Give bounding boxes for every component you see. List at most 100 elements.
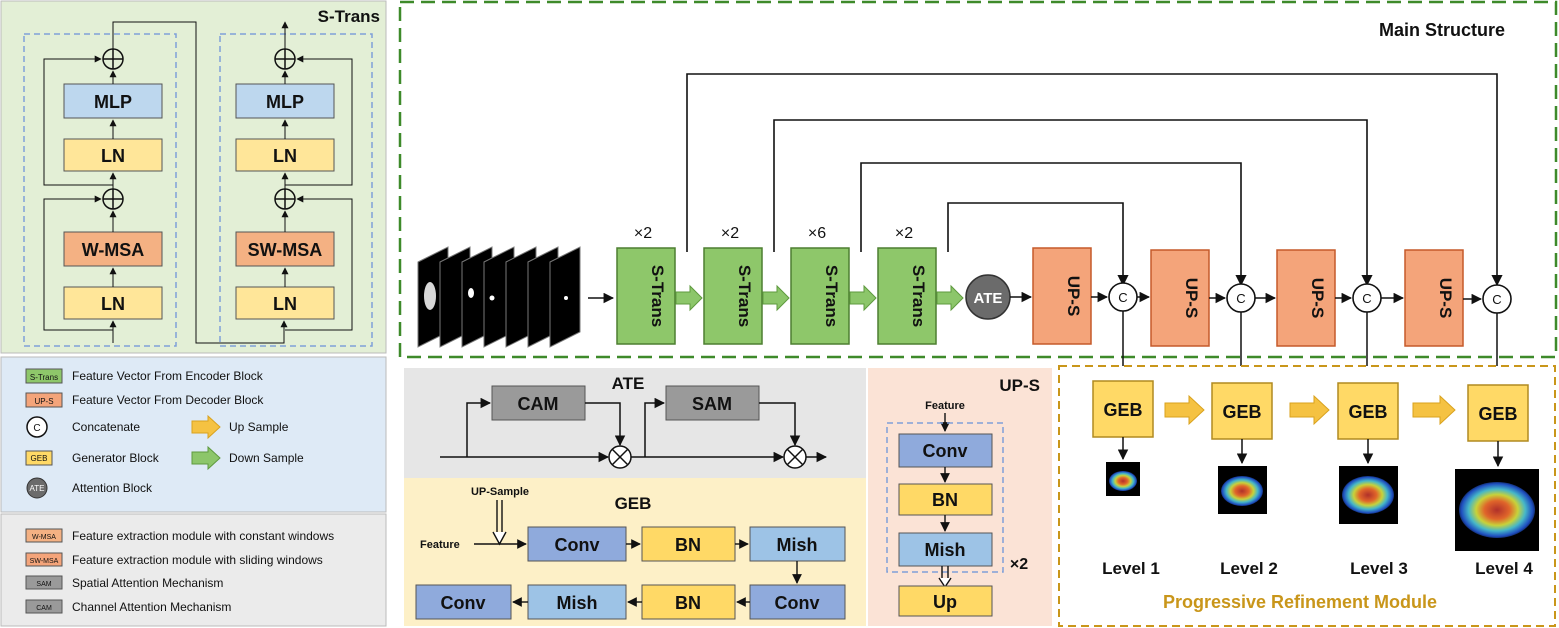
level-1-label: Level 1 bbox=[1102, 559, 1160, 578]
svg-text:C: C bbox=[33, 423, 40, 434]
svg-text:S-Trans: S-Trans bbox=[648, 265, 667, 327]
cam-block: CAM bbox=[518, 394, 559, 414]
svg-text:UP-S: UP-S bbox=[1064, 276, 1083, 317]
decoder-1: UP-S bbox=[1032, 247, 1092, 345]
svg-text:GEB: GEB bbox=[31, 454, 48, 463]
svg-text:Conv: Conv bbox=[441, 593, 486, 613]
svg-text:Conv: Conv bbox=[775, 593, 820, 613]
ate-panel: ATE CAM SAM bbox=[404, 368, 866, 478]
svg-text:Spatial Attention Mechanism: Spatial Attention Mechanism bbox=[72, 576, 223, 590]
legend-generator: Generator Block bbox=[72, 451, 160, 465]
legend-panel: S-Trans Feature Vector From Encoder Bloc… bbox=[0, 356, 387, 513]
legend-concat: Concatenate bbox=[72, 420, 140, 434]
svg-text:ATE: ATE bbox=[30, 484, 45, 493]
legend-attention: Attention Block bbox=[72, 481, 153, 495]
svg-text:SW-MSA: SW-MSA bbox=[248, 240, 323, 260]
concat-nodes: C C C C bbox=[1091, 282, 1512, 314]
geb-level-4: GEB bbox=[1478, 404, 1517, 424]
svg-text:C: C bbox=[1118, 290, 1127, 305]
level-2-label: Level 2 bbox=[1220, 559, 1278, 578]
svg-text:UP-S: UP-S bbox=[1436, 278, 1455, 319]
up-s-panel: UP-S Feature Conv BN Mish ×2 Up bbox=[868, 368, 1052, 626]
svg-text:×2: ×2 bbox=[1010, 556, 1028, 573]
svg-text:Mish: Mish bbox=[556, 593, 597, 613]
svg-text:UP-Sample: UP-Sample bbox=[471, 486, 529, 498]
svg-text:×2: ×2 bbox=[895, 225, 913, 242]
svg-text:ATE: ATE bbox=[974, 290, 1003, 307]
ate-panel-title: ATE bbox=[612, 374, 645, 393]
sw-msa-block: MLP LN SW-MSA LN bbox=[235, 21, 353, 331]
svg-text:S-Trans: S-Trans bbox=[735, 265, 754, 327]
svg-text:LN: LN bbox=[273, 294, 297, 314]
svg-text:Feature extraction module with: Feature extraction module with sliding w… bbox=[72, 553, 323, 567]
down-sample-arrows bbox=[675, 284, 964, 312]
svg-text:S-Trans: S-Trans bbox=[30, 373, 58, 382]
svg-text:S-Trans: S-Trans bbox=[909, 265, 928, 327]
svg-text:SAM: SAM bbox=[36, 581, 51, 588]
svg-text:×2: ×2 bbox=[634, 225, 652, 242]
skip-connections bbox=[686, 73, 1503, 287]
legend-decoder: Feature Vector From Decoder Block bbox=[72, 393, 264, 407]
svg-text:Feature: Feature bbox=[420, 539, 460, 551]
svg-text:CAM: CAM bbox=[36, 605, 52, 612]
svg-text:C: C bbox=[1492, 292, 1501, 307]
svg-text:Up: Up bbox=[933, 592, 957, 612]
svg-text:Feature extraction module with: Feature extraction module with constant … bbox=[72, 529, 334, 543]
svg-text:Mish: Mish bbox=[924, 540, 965, 560]
encoder-4: ×2 S-Trans bbox=[877, 225, 937, 345]
svg-text:Feature: Feature bbox=[925, 400, 965, 412]
svg-text:S-Trans: S-Trans bbox=[822, 265, 841, 327]
sam-block: SAM bbox=[692, 394, 732, 414]
svg-text:Mish: Mish bbox=[776, 535, 817, 555]
s-trans-title: S-Trans bbox=[318, 7, 380, 26]
svg-text:UP-S: UP-S bbox=[34, 397, 53, 406]
encoder-1: ×2 S-Trans bbox=[616, 225, 676, 345]
progressive-refinement-module: GEB GEB GEB GEB Level 1 Le bbox=[1058, 365, 1556, 627]
svg-text:W-MSA: W-MSA bbox=[82, 240, 145, 260]
svg-text:MLP: MLP bbox=[94, 92, 132, 112]
svg-text:LN: LN bbox=[101, 294, 125, 314]
svg-text:BN: BN bbox=[675, 593, 701, 613]
geb-level-3: GEB bbox=[1348, 402, 1387, 422]
svg-text:×6: ×6 bbox=[808, 225, 826, 242]
input-ct-slices bbox=[417, 246, 615, 348]
decoder-2: UP-S bbox=[1150, 249, 1210, 347]
svg-text:UP-S: UP-S bbox=[1182, 278, 1201, 319]
prm-title: Progressive Refinement Module bbox=[1163, 592, 1437, 612]
svg-text:C: C bbox=[1236, 291, 1245, 306]
geb-level-1: GEB bbox=[1103, 400, 1142, 420]
decoder-3: UP-S bbox=[1276, 249, 1336, 347]
svg-text:C: C bbox=[1362, 291, 1371, 306]
svg-text:×2: ×2 bbox=[721, 225, 739, 242]
up-s-panel-title: UP-S bbox=[999, 376, 1040, 395]
svg-text:BN: BN bbox=[675, 535, 701, 555]
encoder-3: ×6 S-Trans bbox=[790, 225, 850, 345]
svg-text:BN: BN bbox=[932, 490, 958, 510]
svg-text:Conv: Conv bbox=[555, 535, 600, 555]
svg-text:Conv: Conv bbox=[923, 441, 968, 461]
geb-panel-title: GEB bbox=[615, 494, 652, 513]
svg-text:UP-S: UP-S bbox=[1308, 278, 1327, 319]
decoder-4: UP-S bbox=[1404, 249, 1464, 347]
encoder-2: ×2 S-Trans bbox=[703, 225, 763, 345]
main-structure: Main Structure ×2 S-Trans bbox=[398, 0, 1558, 385]
svg-text:LN: LN bbox=[273, 146, 297, 166]
main-structure-title: Main Structure bbox=[1379, 20, 1505, 40]
output-maps bbox=[1106, 462, 1539, 551]
geb-level-2: GEB bbox=[1222, 402, 1261, 422]
svg-text:SW-MSA: SW-MSA bbox=[30, 558, 59, 565]
svg-text:MLP: MLP bbox=[266, 92, 304, 112]
svg-text:Channel Attention Mechanism: Channel Attention Mechanism bbox=[72, 600, 231, 614]
geb-panel: GEB UP-Sample Feature Conv BN Mish Conv … bbox=[404, 478, 866, 626]
module-legend-panel: W-MSA Feature extraction module with con… bbox=[0, 513, 387, 627]
ate-node: ATE bbox=[965, 274, 1033, 320]
level-4-label: Level 4 bbox=[1475, 559, 1533, 578]
svg-text:LN: LN bbox=[101, 146, 125, 166]
w-msa-block: MLP LN W-MSA LN bbox=[43, 21, 288, 344]
level-3-label: Level 3 bbox=[1350, 559, 1408, 578]
legend-upsample: Up Sample bbox=[229, 420, 289, 434]
legend-downsample: Down Sample bbox=[229, 451, 304, 465]
svg-text:W-MSA: W-MSA bbox=[32, 534, 56, 541]
legend-encoder: Feature Vector From Encoder Block bbox=[72, 369, 264, 383]
